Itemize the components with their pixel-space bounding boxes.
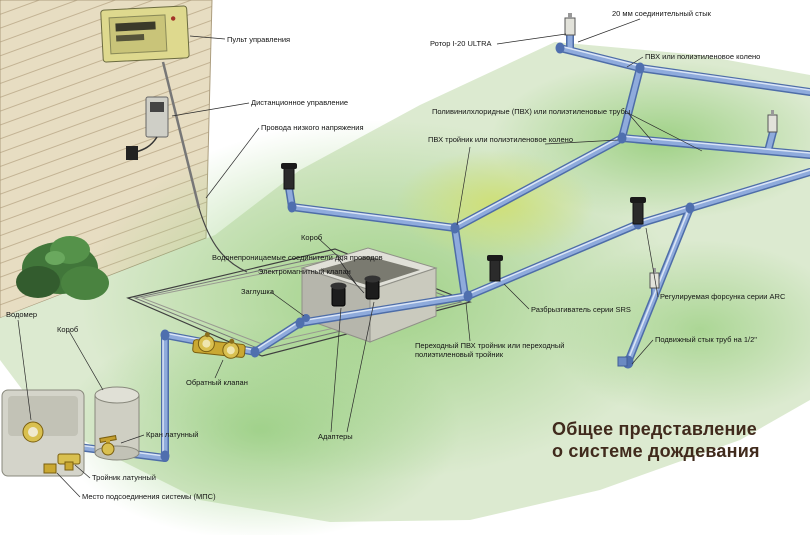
popup-sprinkler-dark [487,255,503,282]
label-system-connection: Место подсоединения системы (МПС) [82,492,216,501]
label-remote-control: Дистанционное управление [251,98,349,107]
label-low-voltage-wires: Провода низкого напряжения [261,123,364,132]
check-valve-assembly [192,332,246,359]
leader-lines [17,18,703,498]
system-connection-fitting [43,463,57,474]
spray-sprinkler [649,268,660,289]
rotor-sprinkler [564,13,576,36]
popup-sprinkler-dark [630,197,646,225]
diagram-title-line2: о системе дождевания [552,441,760,461]
swing-joint-fitting [617,356,628,367]
label-water-meter: Водомер [6,310,38,319]
label-20mm-joint: 20 мм соединительный стык [612,9,711,18]
label-control-panel: Пульт управления [227,35,291,44]
label-adapters: Адаптеры [318,432,353,441]
label-swing-joint: Подвижный стык труб на 1/2" [655,335,757,344]
label-plug: Заглушка [241,287,275,296]
label-brass-tap: Кран латунный [146,430,199,439]
label-meter-box: Короб [57,325,79,334]
label-waterproof-connectors: Водонепроницаемые соединители для провод… [212,253,383,262]
solenoid-valve [364,275,381,300]
pipe-joints [160,42,695,462]
label-pvc-tee: ПВХ тройник или полиэтиленовое колено [428,135,573,144]
power-outlet [126,136,158,160]
diagram-title-line1: Общее представление [552,419,758,439]
brass-tap [99,435,117,456]
label-brass-tee: Тройник латунный [92,473,156,482]
solenoid-valves [330,275,381,307]
diagram-title: Общее представление о системе дождевания [552,418,760,462]
popup-sprinkler-dark [281,163,297,190]
label-solenoid-valve: Электромагнитный клапан [258,267,351,276]
label-arc-nozzle: Регулируемая форсунка серии ARC [660,292,786,301]
label-valve-box: Короб [301,233,323,242]
label-transition-tee: Переходный ПВХ тройник или переходный по… [415,341,565,359]
label-rotor-i20: Ротор I-20 ULTRA [430,39,492,48]
remote-control [145,96,169,138]
sprinklers [281,13,778,367]
label-check-valve: Обратный клапан [186,378,248,387]
brass-tee [57,453,81,471]
control-panel [100,5,190,63]
wire-conduit [161,61,201,209]
bush [16,236,109,300]
label-pvc-pipes: Поливинилхлоридные (ПВХ) или полиэтилено… [432,107,631,116]
brass-fittings [43,332,246,474]
label-pvc-elbow: ПВХ или полиэтиленовое колено [645,52,761,61]
label-srs-sprinkler: Разбрызгиватель серии SRS [531,305,631,314]
solenoid-valve [330,282,347,307]
spray-sprinkler [767,110,778,133]
